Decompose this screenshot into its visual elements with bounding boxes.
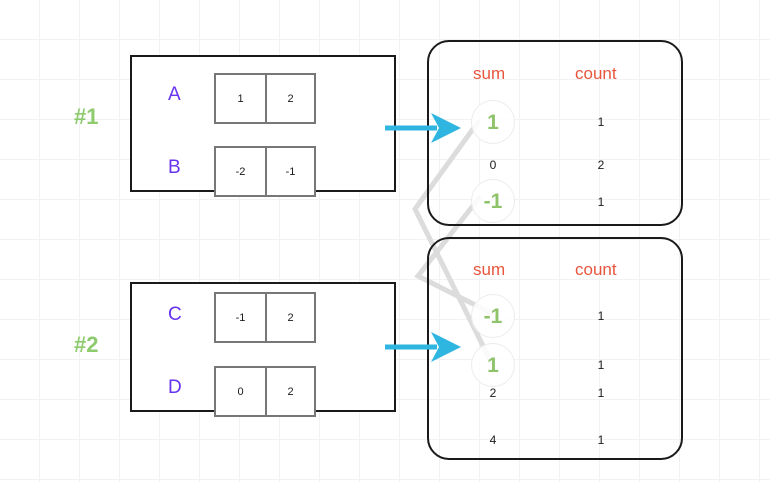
input-box-group-1: A 1 2 B -2 -1 [130,55,396,197]
cell-c-0: -1 [235,311,246,324]
group-label-2: #2 [74,332,99,357]
panel-2-count-row-3: 1 [597,433,605,447]
panel-2-sum-row-2: 2 [489,386,497,400]
aggregate-panel-2: sum count -1 1 1 1 2 1 4 1 [427,237,683,460]
panel-2-count-row-1: 1 [597,358,605,372]
panel-1-sum-row-2: -1 [471,179,515,223]
cell-b-1: -1 [265,148,314,195]
panel-2-sum-row-0: -1 [471,294,515,338]
group-label-1: #1 [74,104,99,129]
panel-1-sum-row-1: 0 [489,158,497,172]
cell-b-0: -2 [235,165,246,178]
panel-2-sum-row-1: 1 [471,343,515,387]
panel-2-count-row-2: 1 [597,386,605,400]
panel-1-header-sum: sum [473,64,506,83]
cell-a-0: 1 [237,92,244,105]
row-cells-b: -2 -1 [214,146,316,197]
row-cells-c: -1 2 [214,292,316,343]
panel-1-count-row-0: 1 [597,115,605,129]
input-box-group-2: C -1 2 D 0 2 [130,282,396,417]
panel-1-count-row-2: 1 [597,195,605,209]
panel-2-header-count: count [575,260,617,279]
panel-1-count-row-1: 2 [597,158,605,172]
row-letter-d: D [168,377,182,398]
row-letter-c: C [168,304,182,325]
panel-1-sum-row-0: 1 [471,100,515,144]
row-cells-a: 1 2 [214,73,316,124]
cell-d-1: 2 [265,368,314,415]
panel-2-sum-row-3: 4 [489,433,497,447]
row-letter-a: A [168,84,181,105]
row-letter-b: B [168,157,181,178]
cell-d-0: 0 [237,385,244,398]
cell-a-1: 2 [265,75,314,122]
aggregate-panel-1: sum count 1 1 0 2 -1 1 [427,40,683,226]
cell-c-1: 2 [265,294,314,341]
panel-2-header-sum: sum [473,260,506,279]
row-cells-d: 0 2 [214,366,316,417]
panel-1-header-count: count [575,64,617,83]
panel-2-count-row-0: 1 [597,309,605,323]
